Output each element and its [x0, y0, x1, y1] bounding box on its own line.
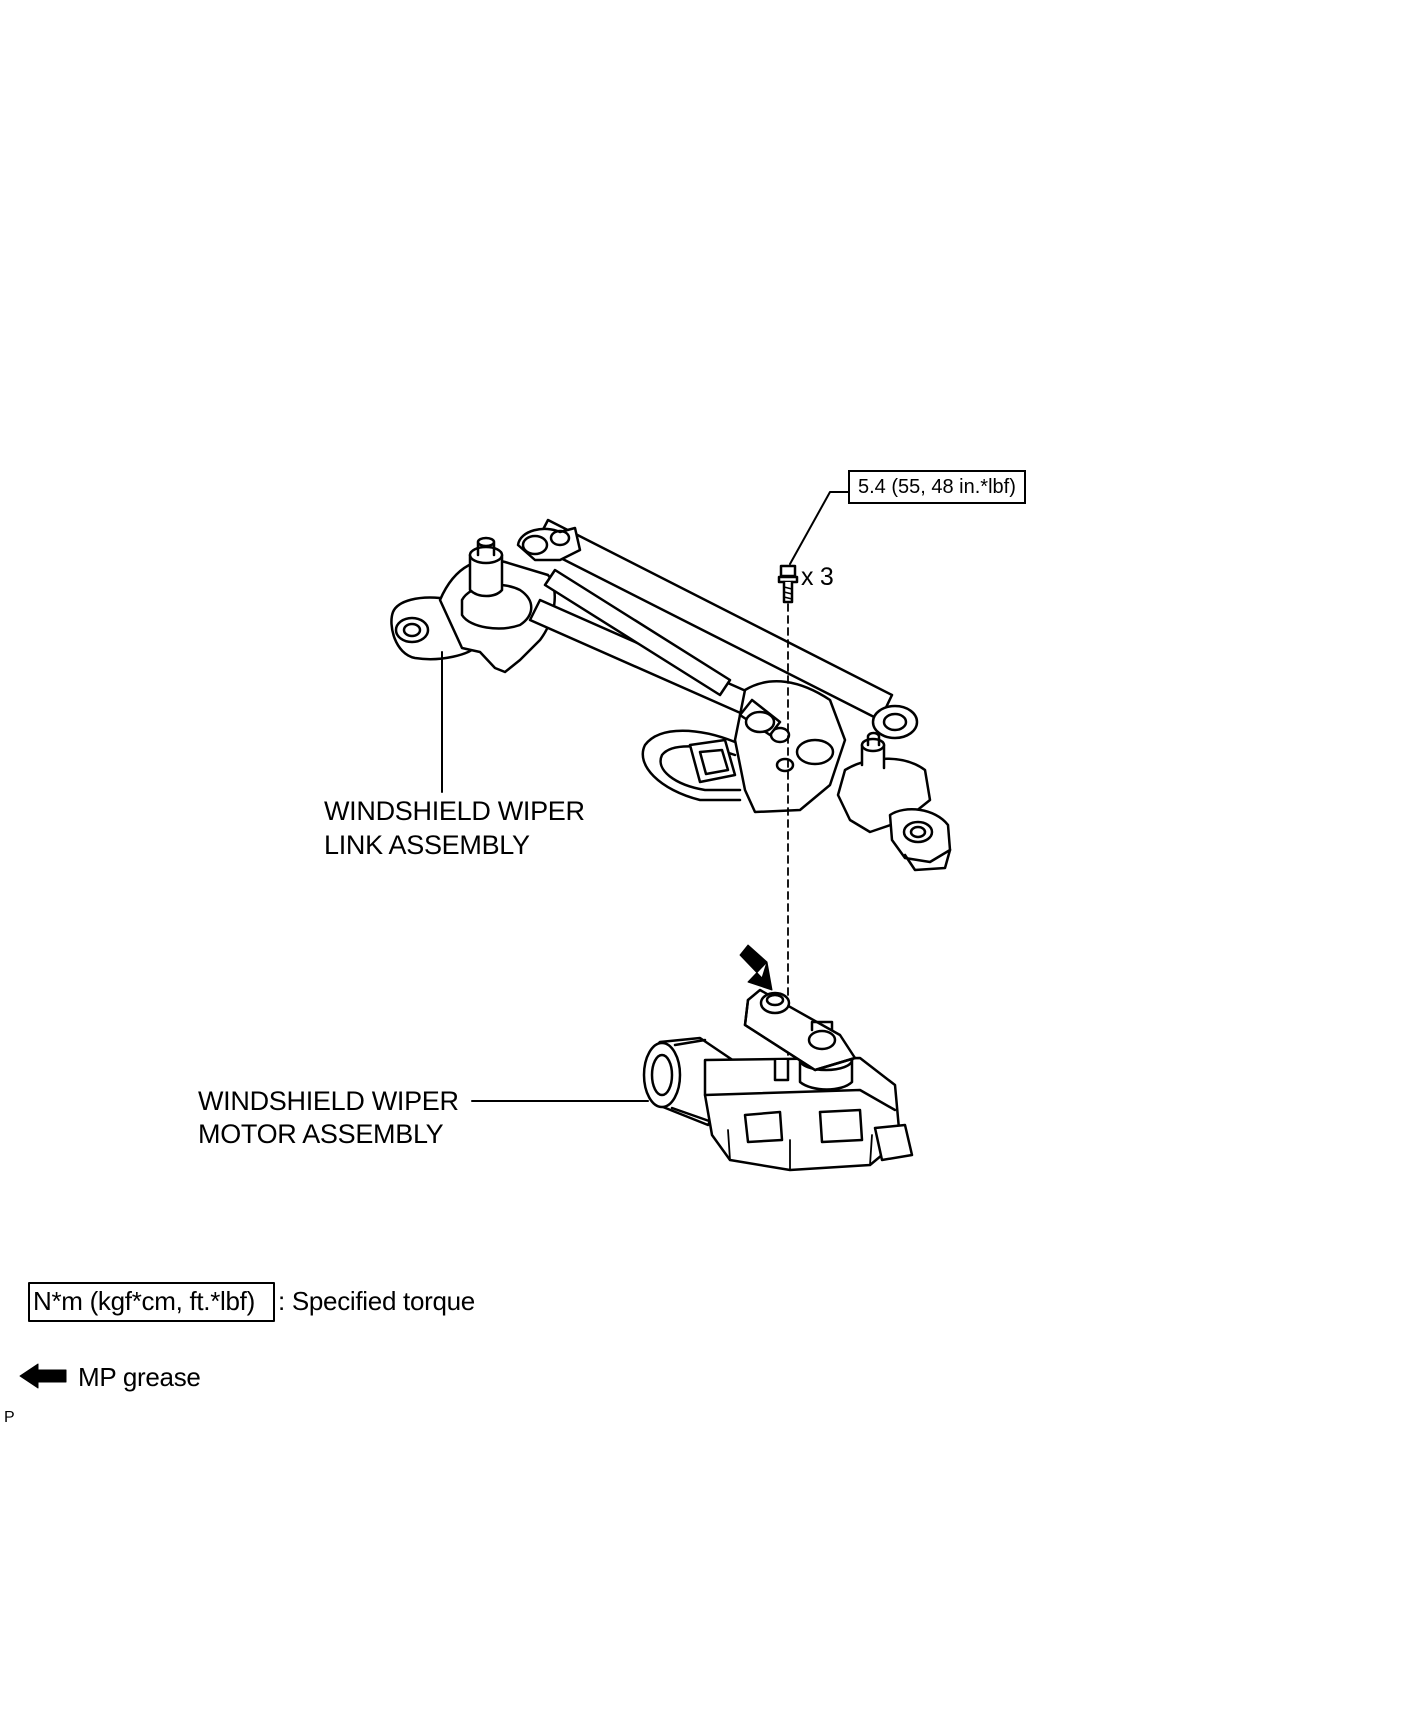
link-label-line2: LINK ASSEMBLY — [324, 830, 530, 860]
motor-label-line2: MOTOR ASSEMBLY — [198, 1119, 444, 1149]
corner-mark: P — [4, 1409, 15, 1426]
wiper-motor-assembly — [642, 988, 914, 1172]
legend-grease-description: MP grease — [78, 1362, 201, 1392]
legend-torque-description: : Specified torque — [278, 1286, 475, 1316]
legend-torque-box — [28, 1282, 275, 1322]
bolt-icon — [777, 564, 799, 604]
link-label-line1: WINDSHIELD WIPER — [324, 796, 585, 826]
wiper-link-assembly — [390, 518, 952, 872]
torque-callout: 5.4 (55, 48 in.*lbf) — [848, 470, 1026, 504]
legend-grease-arrow-icon — [19, 1363, 67, 1389]
bolt-quantity: x 3 — [801, 563, 834, 591]
torque-leader-line — [789, 491, 858, 565]
legend-torque-units: N*m (kgf*cm, ft.*lbf) — [33, 1286, 255, 1316]
motor-label-line1: WINDSHIELD WIPER — [198, 1086, 459, 1116]
grease-arrow-icon — [739, 944, 773, 991]
